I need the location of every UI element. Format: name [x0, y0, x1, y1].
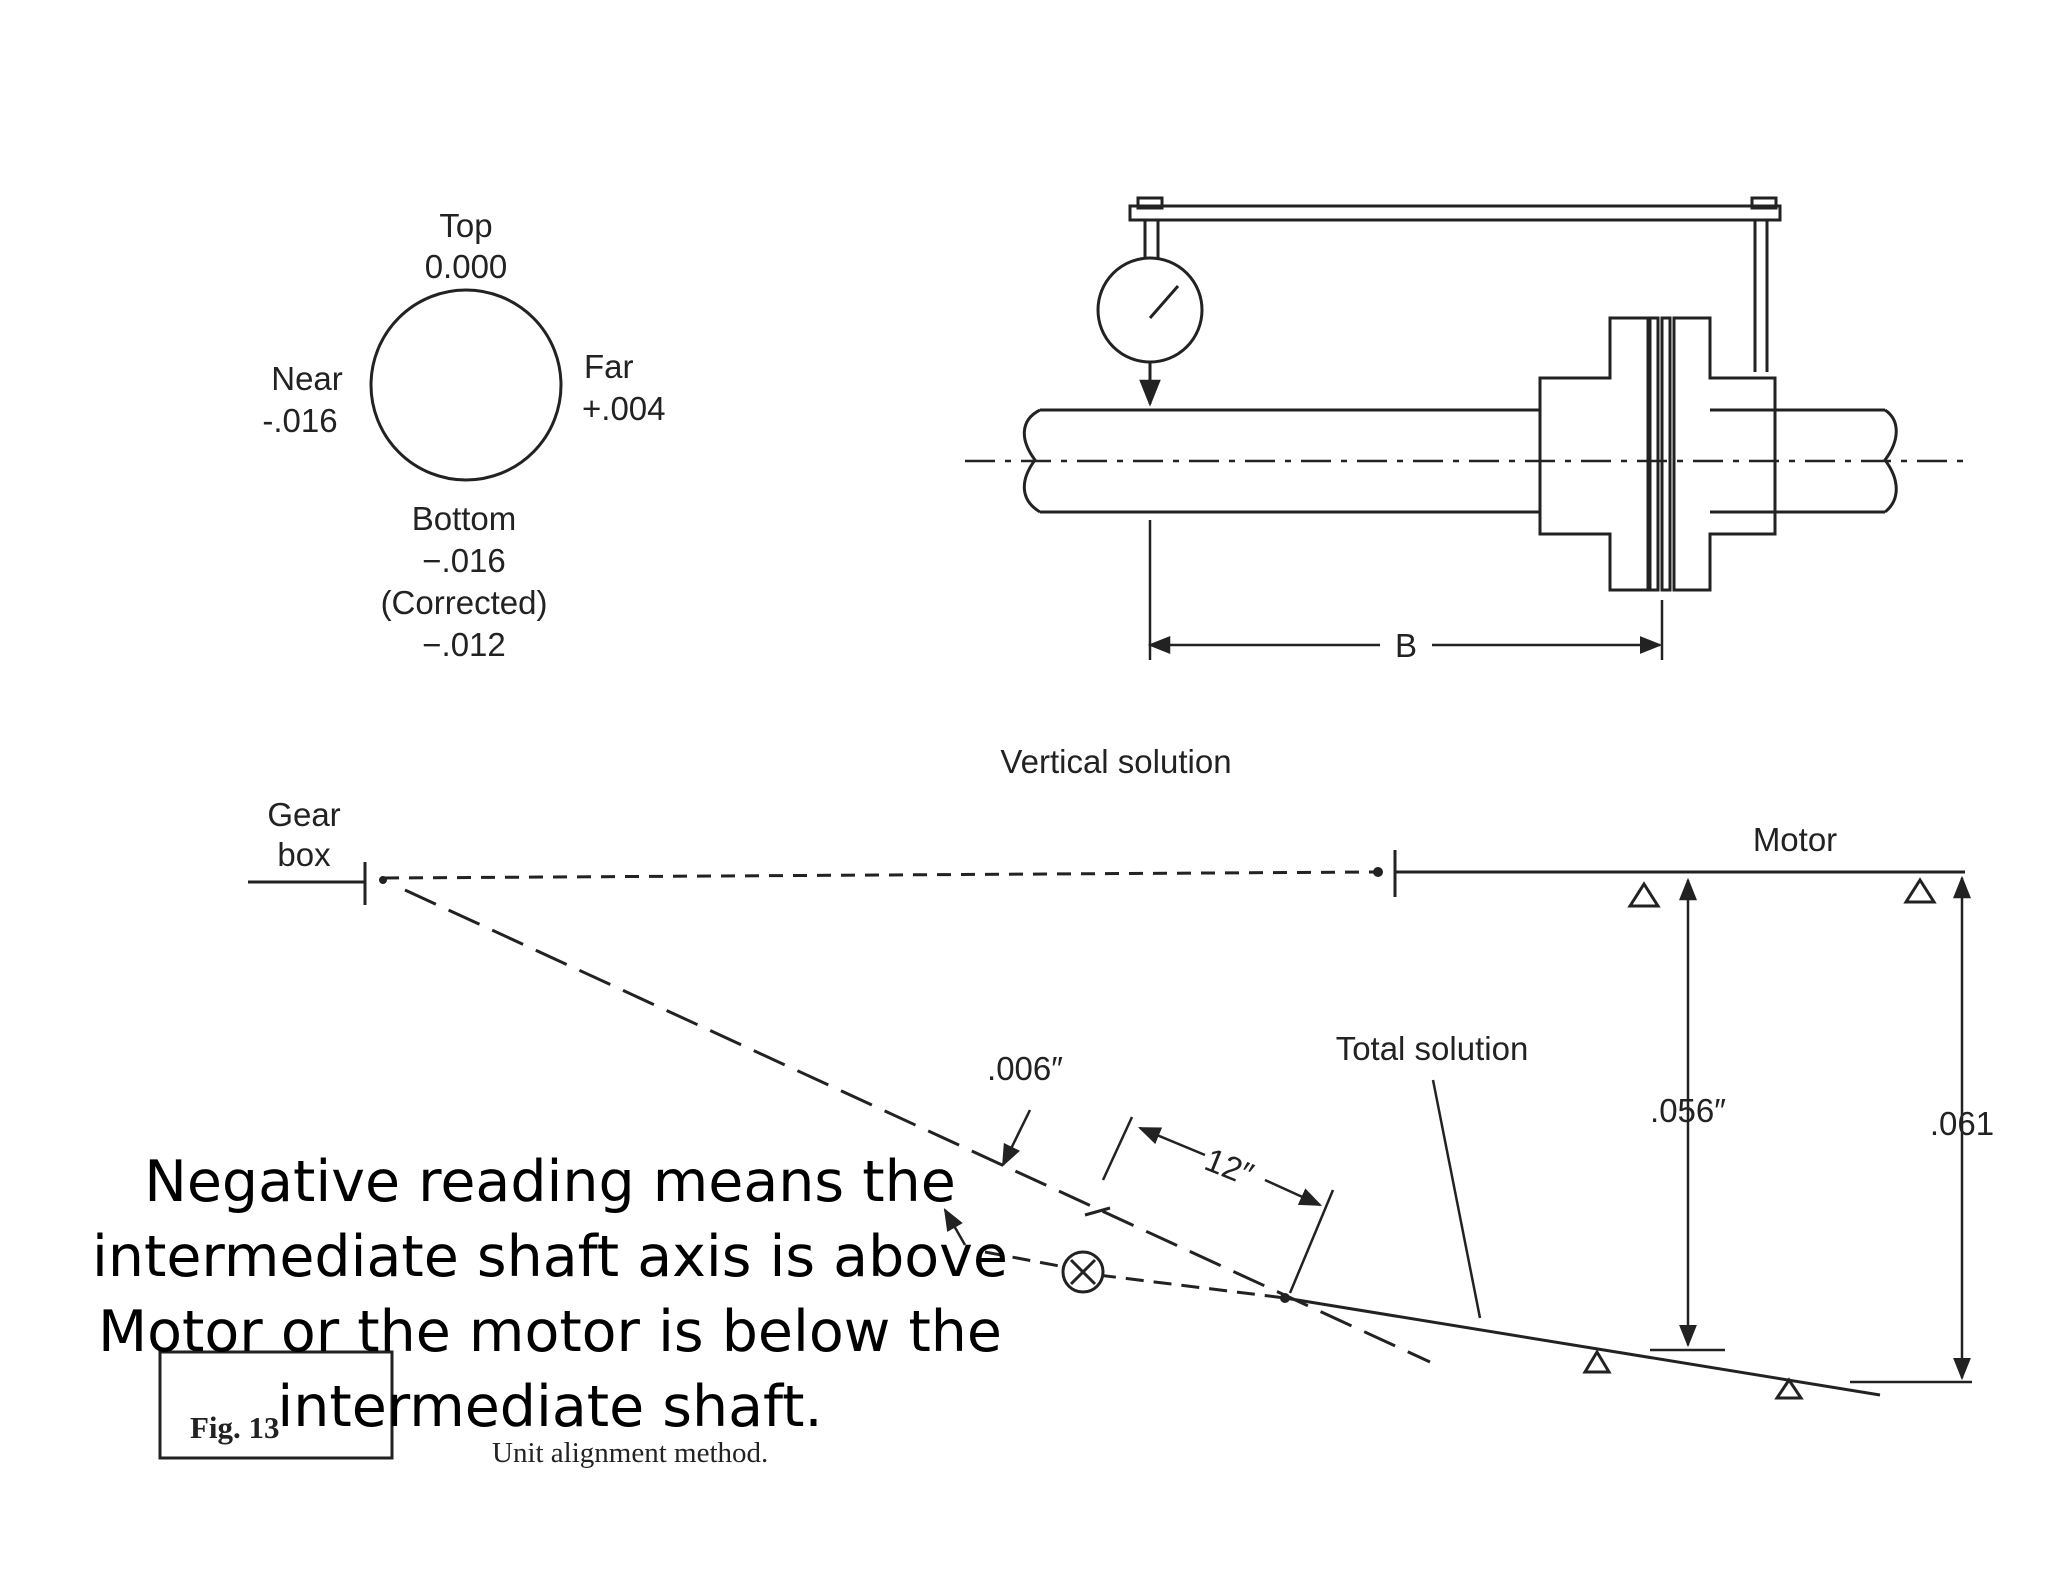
- offset-056-label: .056″: [1650, 1092, 1726, 1129]
- motor-label: Motor: [1753, 821, 1837, 858]
- note-line-2: intermediate shaft axis is above: [92, 1224, 1008, 1290]
- annotation-note: Negative reading means the intermediate …: [90, 1145, 1010, 1445]
- total-solution-label: Total solution: [1336, 1030, 1529, 1067]
- intersection-point: [1280, 1293, 1290, 1303]
- gearbox-label-line1: Gear: [267, 796, 340, 833]
- offset-006-label: .006″: [987, 1050, 1063, 1087]
- figure-label-box: Fig. 13: [158, 1350, 394, 1460]
- dial-reading-circle: Top 0.000 Near -.016 Far +.004 Bottom −.…: [262, 207, 665, 663]
- circled-x-icon: [1061, 1250, 1105, 1294]
- bottom-value: −.016: [422, 542, 506, 579]
- figure-caption: Unit alignment method.: [492, 1437, 768, 1469]
- note-line-4: intermediate shaft.: [277, 1374, 823, 1440]
- near-value: -.016: [262, 402, 337, 439]
- gearbox-label-line2: box: [277, 836, 331, 873]
- indicator-bracket: [1128, 204, 1782, 222]
- coupling-hub-left: [1538, 316, 1650, 592]
- motor-point: [1373, 867, 1383, 877]
- near-label: Near: [271, 360, 343, 397]
- figure-number: Fig. 13: [190, 1410, 280, 1445]
- dial-gauge-icon: [1096, 256, 1204, 364]
- leader-total-solution: [1431, 1079, 1482, 1319]
- motor-foot-triangle-2: [1903, 877, 1937, 904]
- gearbox-point: [379, 876, 387, 884]
- vertical-solution-graph: Vertical solution Gear box Motor: [248, 743, 1994, 1400]
- reference-line: [384, 870, 1376, 880]
- top-value: 0.000: [425, 248, 508, 285]
- foot-triangle-low-1: [1582, 1349, 1612, 1374]
- corrected-value: −.012: [422, 626, 506, 663]
- dimension-b-label: B: [1395, 627, 1417, 664]
- gearbox-slope-line: [404, 888, 1431, 1364]
- vertical-solution-title: Vertical solution: [1000, 743, 1231, 780]
- total-solution-line: [1284, 1296, 1881, 1397]
- top-label: Top: [439, 207, 492, 244]
- motor-foot-triangle-1: [1627, 881, 1661, 908]
- far-value: +.004: [582, 390, 666, 427]
- foot-triangle-low-2: [1774, 1377, 1804, 1400]
- note-line-1: Negative reading means the: [144, 1149, 956, 1215]
- far-label: Far: [584, 348, 634, 385]
- bottom-label: Bottom: [412, 500, 517, 537]
- corrected-label: (Corrected): [381, 584, 548, 621]
- bracket-clamp-right: [1750, 196, 1778, 210]
- left-shaft: [1040, 408, 1540, 514]
- leader-006: [1001, 1109, 1032, 1168]
- indicator-setup: [965, 196, 1970, 660]
- offset-061-label: .061: [1930, 1105, 1994, 1142]
- note-line-3: Motor or the motor is below the: [98, 1299, 1002, 1365]
- coupling-hub-right: [1672, 316, 1777, 592]
- right-shaft: [1710, 408, 1885, 514]
- bracket-clamp-left: [1136, 196, 1164, 210]
- distance-12-label: 12″: [1200, 1141, 1259, 1194]
